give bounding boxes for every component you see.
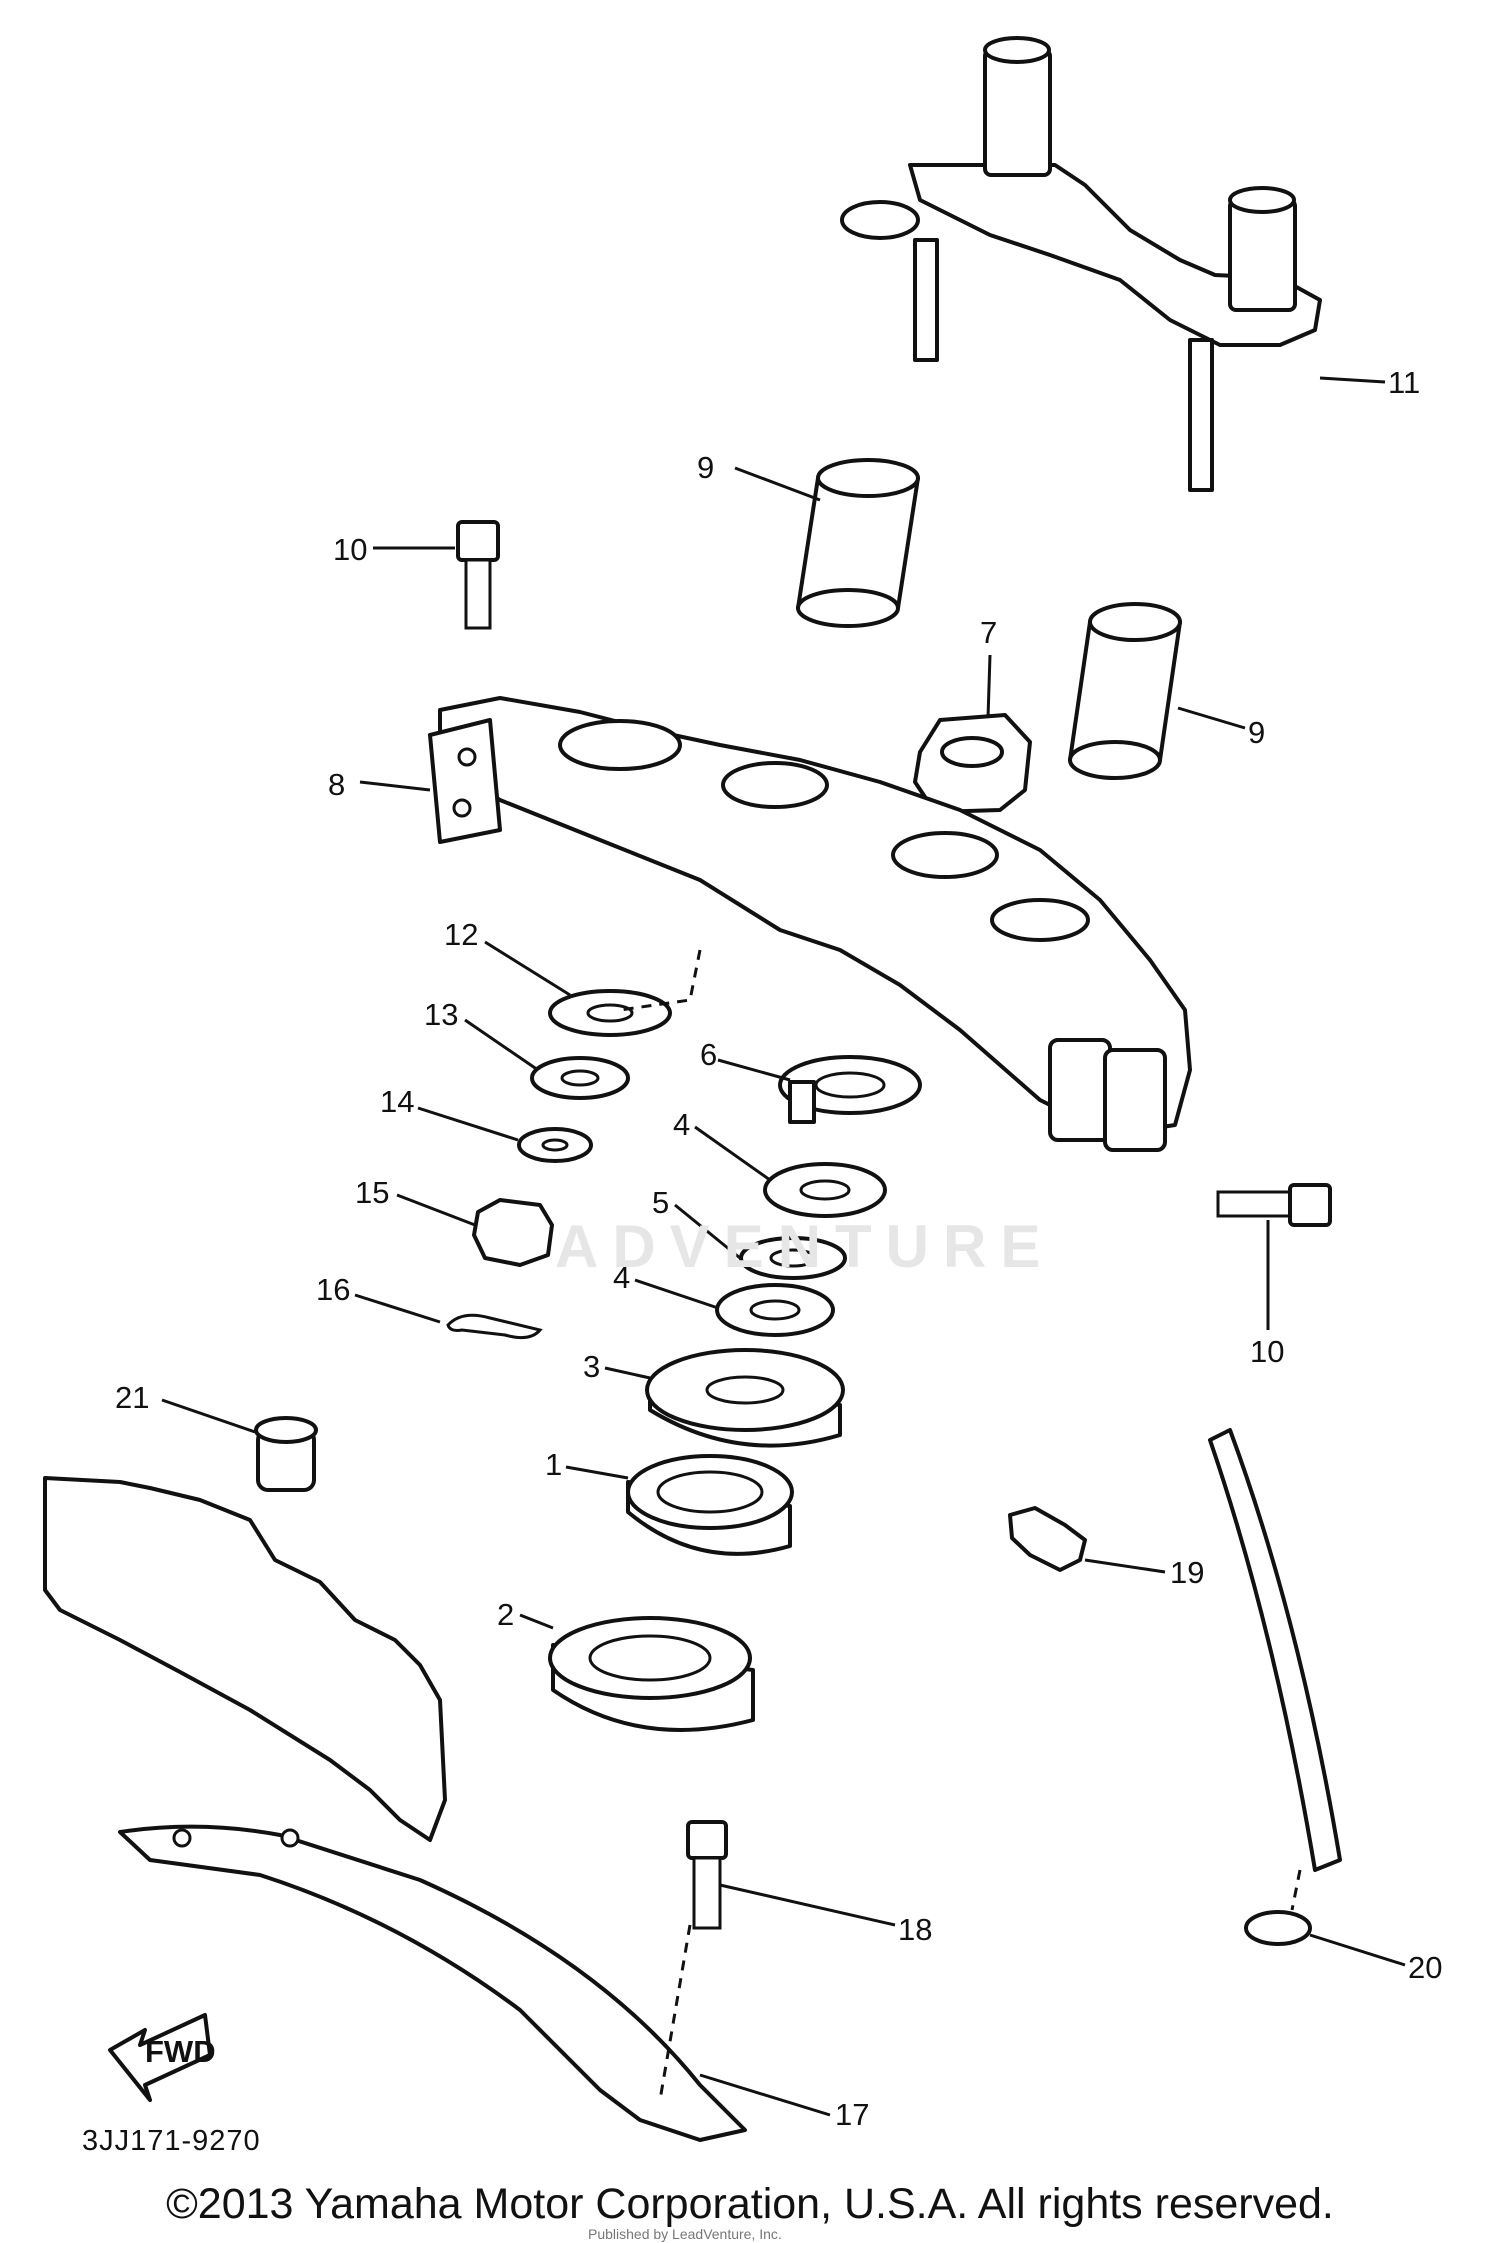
part-7-nut — [913, 713, 1032, 814]
part-21-grommet — [254, 1416, 318, 1492]
callout-8: 8 — [328, 767, 345, 802]
callout-2: 2 — [497, 1597, 514, 1632]
part-16-cotter-pin — [446, 1313, 543, 1340]
part-19-fitting — [1008, 1506, 1087, 1572]
callout-6: 6 — [700, 1037, 717, 1072]
callout-labels: 11 9 10 7 9 8 12 13 14 15 16 6 4 5 4 3 1… — [115, 365, 1442, 2132]
callout-9-lower: 9 — [1248, 715, 1265, 750]
part-12-plate-washer — [548, 989, 672, 1037]
part-hose — [1208, 1428, 1342, 1872]
part-9-damper-upper — [796, 458, 920, 628]
part-4-ring-nut-lower — [715, 1283, 835, 1337]
callout-9-upper: 9 — [697, 450, 714, 485]
callout-19: 19 — [1170, 1555, 1204, 1590]
callout-15: 15 — [355, 1175, 389, 1210]
callout-20: 20 — [1408, 1950, 1442, 1985]
part-1-ball-race — [626, 1454, 794, 1556]
part-9-damper-lower — [1068, 602, 1182, 780]
callout-16: 16 — [316, 1272, 350, 1307]
callout-5: 5 — [652, 1185, 669, 1220]
watermark: ADVENTURE — [555, 1213, 1055, 1280]
callout-14: 14 — [380, 1084, 414, 1119]
footer-small-text: Published by LeadVenture, Inc. — [588, 2226, 782, 2242]
part-13-washer — [530, 1056, 630, 1100]
part-14-lock-washer — [517, 1127, 593, 1163]
part-8-upper-bracket — [428, 696, 1192, 1152]
part-15-nut — [472, 1198, 554, 1267]
copyright-notice: ©2013 Yamaha Motor Corporation, U.S.A. A… — [166, 2180, 1334, 2228]
part-3-bearing-cover — [645, 1348, 845, 1448]
part-18-bolt — [686, 1820, 728, 1930]
callout-1: 1 — [545, 1447, 562, 1482]
fwd-arrow-icon: FWD — [108, 2013, 216, 2102]
callout-13: 13 — [424, 997, 458, 1032]
part-20-clip — [1244, 1910, 1312, 1946]
part-2-bearing — [548, 1616, 755, 1732]
part-6-lock-washer — [778, 1055, 922, 1124]
part-4-ring-nut-upper — [763, 1162, 887, 1218]
assembly-lines — [619, 949, 1302, 2101]
callout-10-right: 10 — [1250, 1334, 1284, 1369]
callout-4-lower: 4 — [613, 1260, 630, 1295]
callout-leaders — [161, 376, 1406, 2117]
callout-10-upper: 10 — [333, 532, 367, 567]
callout-21: 21 — [115, 1380, 149, 1415]
callout-4-upper: 4 — [673, 1107, 690, 1142]
part-cover-guard — [43, 1476, 447, 1842]
callout-17: 17 — [835, 2097, 869, 2132]
callout-3: 3 — [583, 1349, 600, 1384]
part-10-bolt-upper — [456, 520, 500, 630]
diagram-code: 3JJ171-9270 — [82, 2125, 261, 2157]
callout-18: 18 — [898, 1912, 932, 1947]
part-5-washer — [739, 1236, 847, 1280]
part-17-fender — [118, 1824, 747, 2142]
part-10-bolt-right — [1216, 1183, 1332, 1227]
fwd-label: FWD — [145, 2034, 216, 2069]
callout-12: 12 — [444, 917, 478, 952]
part-11-handlebar-holder — [840, 36, 1322, 492]
callout-7: 7 — [980, 615, 997, 650]
callout-11: 11 — [1388, 365, 1420, 400]
